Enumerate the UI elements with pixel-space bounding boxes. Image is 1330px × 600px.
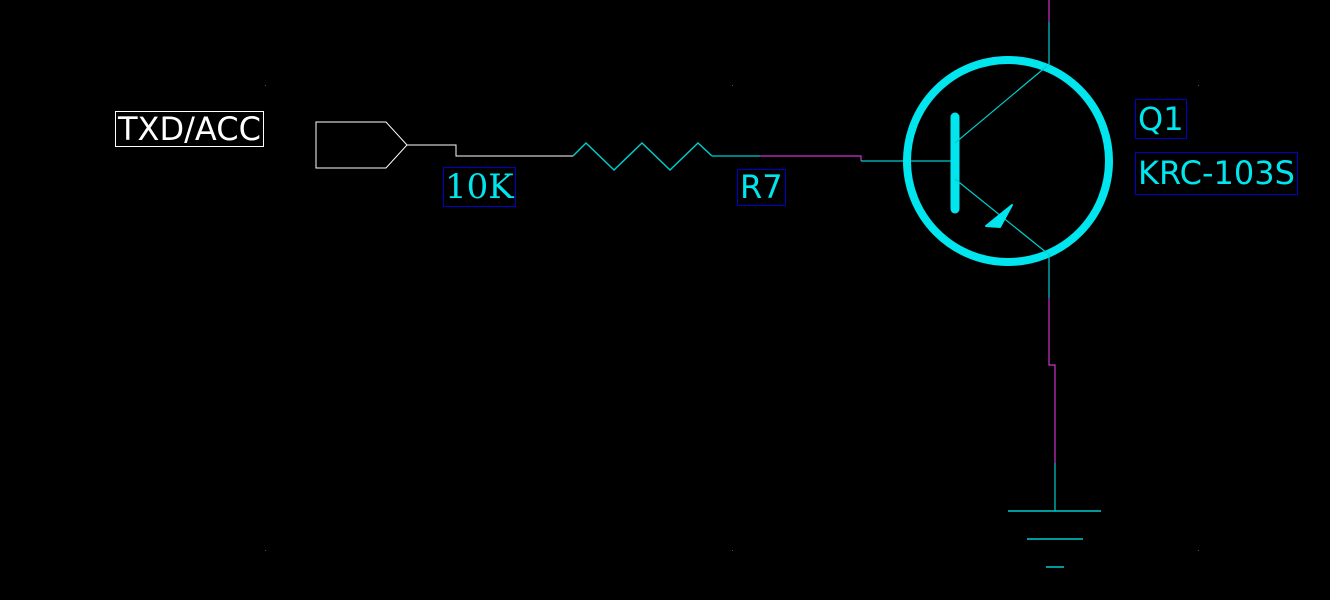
wire-port-to-resistor[interactable] [407, 144, 573, 157]
net-port-connector[interactable] [315, 121, 408, 169]
ground-icon[interactable] [1008, 510, 1101, 568]
resistor-value-label[interactable]: 10K [443, 167, 516, 207]
wire-emitter-magenta[interactable] [1048, 298, 1056, 463]
resistor-reference-label[interactable]: R7 [737, 169, 786, 206]
resistor-r7-body[interactable] [572, 141, 713, 172]
emitter-arrow-icon [985, 204, 1013, 228]
net-port-label[interactable]: TXD/ACC [115, 111, 264, 147]
wire-to-transistor-base[interactable] [760, 155, 862, 161]
transistor-q1-symbol[interactable] [903, 56, 1113, 266]
transistor-part-label[interactable]: KRC-103S [1135, 152, 1298, 195]
transistor-reference-label[interactable]: Q1 [1135, 99, 1187, 139]
grid-dots [265, 85, 1199, 551]
